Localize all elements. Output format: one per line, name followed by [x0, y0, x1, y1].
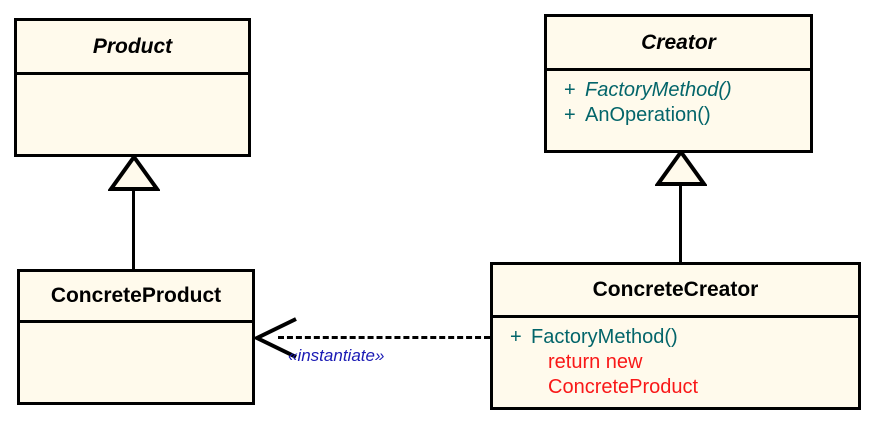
class-name-concrete-creator: ConcreteCreator [592, 278, 759, 301]
compartment-divider-product [17, 72, 248, 75]
class-box-concrete-product[interactable]: ConcreteProduct [17, 269, 255, 405]
class-box-product[interactable]: Product [14, 18, 251, 157]
compartment-divider-creator [547, 68, 810, 71]
member-signature: FactoryMethod() [585, 79, 732, 101]
visibility-marker: + [564, 104, 576, 126]
class-members-compartment-product [17, 75, 248, 82]
instantiate-dependency-arrowhead [252, 315, 300, 361]
generalization-line-creator [679, 183, 682, 263]
generalization-arrowhead-creator [654, 148, 708, 186]
compartment-divider-concrete-product [20, 320, 252, 323]
instantiate-stereotype-label: «instantiate» [288, 346, 385, 365]
class-name-compartment-concrete-product: ConcreteProduct [20, 272, 252, 320]
generalization-arrowhead-product [107, 153, 161, 191]
class-name-compartment-creator: Creator [547, 17, 810, 68]
implementation-note-line-1: return new [548, 351, 643, 373]
class-name-compartment-concrete-creator: ConcreteCreator [493, 265, 858, 315]
class-members-compartment-concrete-creator: + FactoryMethod() return new ConcretePro… [493, 318, 858, 400]
class-name-product: Product [92, 34, 173, 58]
class-member-creator-anoperation: + AnOperation() [547, 103, 810, 128]
class-name-creator: Creator [641, 30, 716, 54]
instantiate-dependency-line [278, 336, 490, 339]
generalization-line-product [132, 188, 135, 270]
compartment-divider-concrete-creator [493, 315, 858, 318]
class-box-creator[interactable]: Creator + FactoryMethod() + AnOperation(… [544, 14, 813, 153]
class-box-concrete-creator[interactable]: ConcreteCreator + FactoryMethod() return… [490, 262, 861, 410]
visibility-marker: + [510, 326, 522, 348]
class-member-creator-factorymethod: + FactoryMethod() [547, 78, 810, 103]
visibility-marker: + [564, 79, 576, 101]
member-signature: AnOperation() [585, 104, 711, 126]
class-members-compartment-creator: + FactoryMethod() + AnOperation() [547, 71, 810, 128]
class-member-concrete-creator-factorymethod: + FactoryMethod() [493, 325, 858, 350]
class-name-concrete-product: ConcreteProduct [50, 284, 222, 307]
member-signature: FactoryMethod() [531, 326, 678, 348]
implementation-note-line-2: ConcreteProduct [548, 376, 699, 398]
class-name-compartment-product: Product [17, 21, 248, 72]
class-members-compartment-concrete-product [20, 323, 252, 330]
